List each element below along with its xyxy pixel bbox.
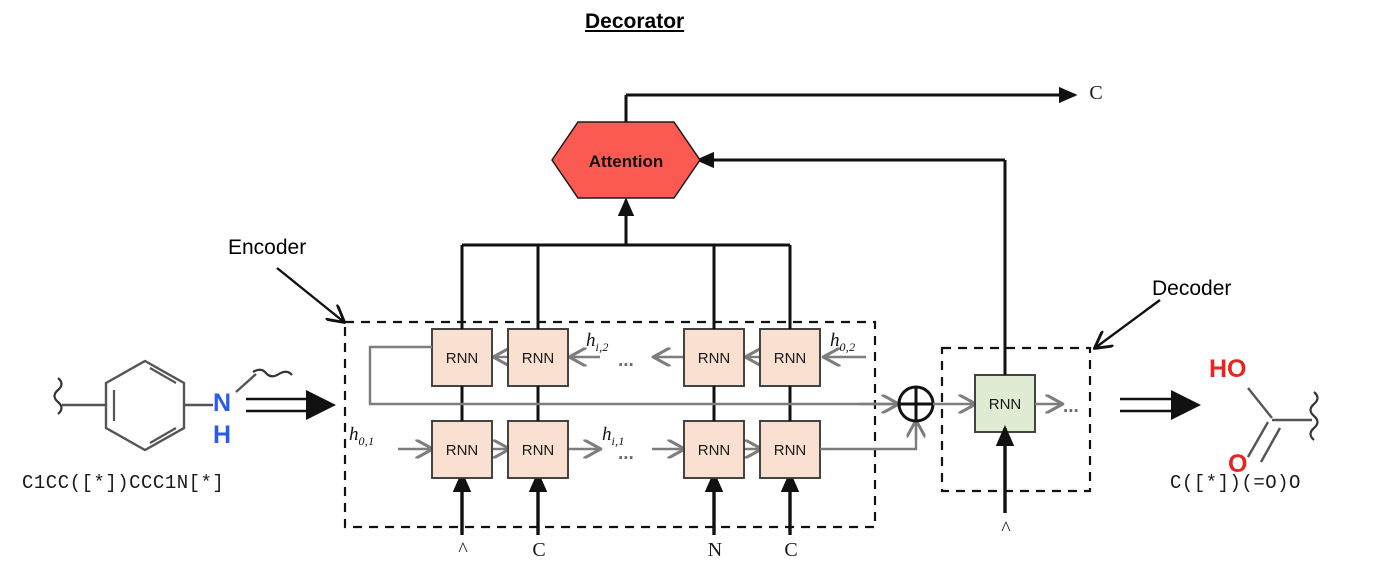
encoder-cell-bottom-2-label: RNN: [522, 442, 555, 459]
encoder-cell-top-4-label: RNN: [774, 350, 807, 367]
decoration-smiles-text: C([*])(=O)O: [1170, 472, 1301, 494]
input-token-3: N: [707, 539, 723, 561]
encoder-cell-bottom-3: RNN: [683, 420, 745, 479]
decoder-start-token: ^: [1001, 518, 1011, 540]
decoder-label: Decoder: [1152, 277, 1232, 300]
hidden-state-h02-symbol: h: [830, 330, 840, 351]
encoder-bottom-row-ellipsis: ...: [618, 443, 634, 464]
encoder-cell-top-1-label: RNN: [446, 350, 479, 367]
attention-output-path: [624, 86, 1078, 122]
encoder-pointer-arrow: [276, 267, 344, 322]
encoder-cell-top-4: RNN: [759, 328, 821, 387]
input-token-2: C: [532, 539, 546, 561]
encoder-cell-bottom-1: RNN: [431, 420, 493, 479]
hidden-state-h01-symbol: h: [349, 424, 359, 445]
encoder-cell-top-1: RNN: [431, 328, 493, 387]
nitrogen-atom-label: N: [213, 389, 232, 417]
encoder-input-arrows: [452, 471, 800, 535]
encoder-cell-top-2-label: RNN: [522, 350, 555, 367]
encoder-top-row-ellipsis: ...: [618, 350, 634, 371]
hydroxyl-atom-label: HO: [1209, 355, 1247, 383]
hidden-state-h01-subscript: 0,1: [358, 433, 375, 448]
scaffold-smiles-text: C1CC([*])CCC1N[*]: [22, 472, 225, 494]
encoder-cell-top-3: RNN: [683, 328, 745, 387]
encoder-label: Encoder: [228, 236, 307, 259]
output-token: C: [1089, 82, 1103, 104]
encoder-cell-bottom-2: RNN: [507, 420, 569, 479]
hidden-state-hi2-symbol: h: [586, 330, 596, 351]
attention-node[interactable]: Attention: [551, 121, 701, 199]
hidden-state-hi1-symbol: h: [602, 424, 612, 445]
attention-input-bus: [460, 197, 792, 329]
forward-state-bus: [820, 425, 918, 451]
encoder-cell-top-2: RNN: [507, 328, 569, 387]
hidden-state-hi1: hi,1: [602, 424, 625, 449]
decoder-ellipsis: ...: [1063, 396, 1079, 417]
encoder-cell-bottom-1-label: RNN: [446, 442, 479, 459]
scaffold-structure: [53, 359, 293, 452]
page-title: Decorator: [585, 10, 685, 33]
encoder-cell-bottom-3-label: RNN: [698, 442, 731, 459]
merge-plus-circle-icon: [897, 385, 935, 423]
decoder-cell-1-label: RNN: [989, 396, 1022, 413]
hidden-state-h02-subscript: 0,2: [839, 339, 856, 354]
attention-node-label: Attention: [589, 152, 664, 171]
scaffold-to-encoder-arrow: [246, 390, 336, 420]
backward-state-bus: [368, 345, 898, 406]
oxygen-atom-label: O: [1228, 450, 1248, 478]
hidden-state-h02: h0,2: [830, 330, 855, 355]
hidden-state-hi2: hi,2: [586, 330, 609, 355]
encoder-cell-top-3-label: RNN: [698, 350, 731, 367]
hidden-state-h01: h0,1: [349, 424, 374, 449]
decoder-to-decoration-arrow: [1120, 390, 1201, 420]
decoder-cell-1: RNN: [974, 374, 1036, 433]
decoration-structure: [1246, 387, 1319, 463]
input-token-4: C: [784, 539, 798, 561]
encoder-cell-bottom-4-label: RNN: [774, 442, 807, 459]
hydrogen-atom-label: H: [213, 421, 232, 449]
input-token-1: ^: [458, 539, 468, 561]
hidden-state-hi1-subscript: i,1: [611, 433, 625, 448]
encoder-cell-bottom-4: RNN: [759, 420, 821, 479]
decoder-pointer-arrow: [1095, 299, 1161, 348]
encoder-boundary: [343, 320, 877, 529]
hidden-state-hi2-subscript: i,2: [595, 339, 609, 354]
